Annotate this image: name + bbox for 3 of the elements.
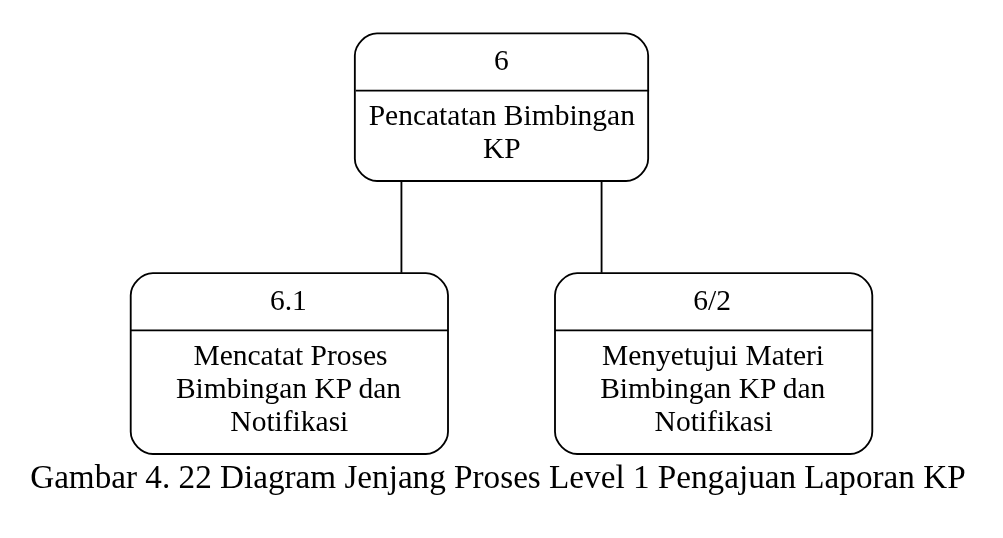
connector bbox=[600, 179, 603, 274]
connector bbox=[400, 179, 403, 274]
caption: Gambar 4. 22 Diagram Jenjang Proses Level 1 Pengajuan Laporan KP bbox=[30, 457, 966, 495]
